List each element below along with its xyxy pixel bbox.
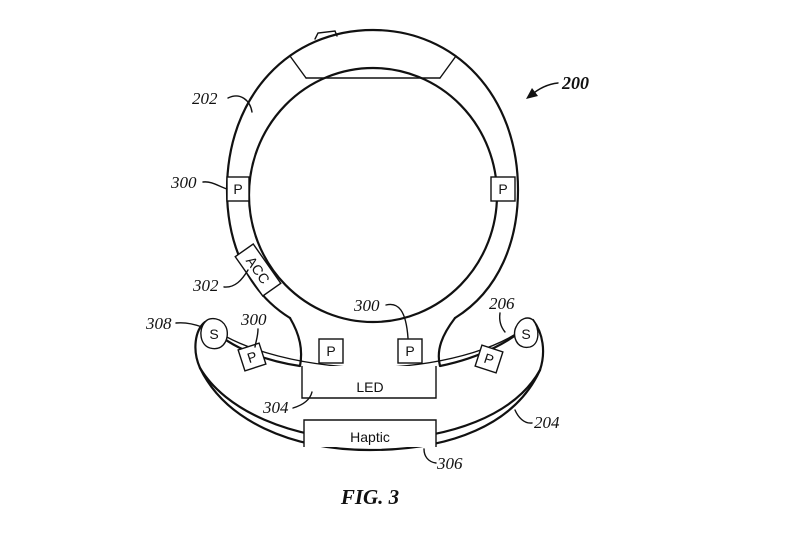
pressure-sensor-label: P <box>233 181 242 197</box>
ref-300-left-leader <box>202 181 228 190</box>
pressure-sensor-box <box>318 338 344 364</box>
pressure-sensor-label: P <box>326 343 335 359</box>
ref-200-arrowhead <box>526 88 538 99</box>
ref-204-leader <box>514 409 533 424</box>
ref-300-center: 300 <box>353 296 380 315</box>
figure-caption: FIG. 3 <box>340 485 399 509</box>
ref-300-lower-leader <box>254 328 259 348</box>
pressure-sensor-box <box>237 342 267 372</box>
pressure-sensor-label: P <box>498 181 507 197</box>
top-bump <box>314 30 338 40</box>
led-module-label: LED <box>356 379 383 395</box>
ref-302: 302 <box>192 276 219 295</box>
speaker-left-label: S <box>209 326 218 342</box>
ref-300-lower: 300 <box>240 310 267 329</box>
ref-308: 308 <box>145 314 172 333</box>
pressure-sensor-box <box>397 338 423 364</box>
speaker-right-label: S <box>521 326 530 342</box>
ref-202: 202 <box>192 89 218 108</box>
ref-302-leader <box>223 269 249 288</box>
haptic-module-label: Haptic <box>350 429 390 445</box>
ref-306: 306 <box>436 454 463 473</box>
ref-206-leader <box>498 312 506 333</box>
ref-300-center-leader <box>385 303 409 339</box>
ref-200: 200 <box>561 73 589 93</box>
speaker-left-shape <box>200 317 228 350</box>
pressure-sensor-box <box>490 176 516 202</box>
pressure-sensor-box <box>474 344 504 374</box>
band-segment-line <box>289 55 307 79</box>
band-outer-outline <box>225 28 520 320</box>
base-lower-edge <box>198 366 542 452</box>
haptic-module-box <box>303 419 437 447</box>
band-inner-outline <box>247 66 499 324</box>
accelerometer-box <box>234 243 282 297</box>
ref-202-leader <box>227 95 253 113</box>
ref-308-leader <box>175 322 203 328</box>
speaker-right-shape <box>513 317 539 349</box>
ref-304: 304 <box>262 398 289 417</box>
pressure-sensor-label: P <box>405 343 414 359</box>
band-segment-line <box>439 55 457 79</box>
ref-300-left: 300 <box>170 173 197 192</box>
ref-304-leader <box>292 391 313 409</box>
ref-204: 204 <box>534 413 560 432</box>
ref-206: 206 <box>489 294 515 313</box>
led-module-box <box>301 366 437 399</box>
ref-306-leader <box>423 448 437 464</box>
